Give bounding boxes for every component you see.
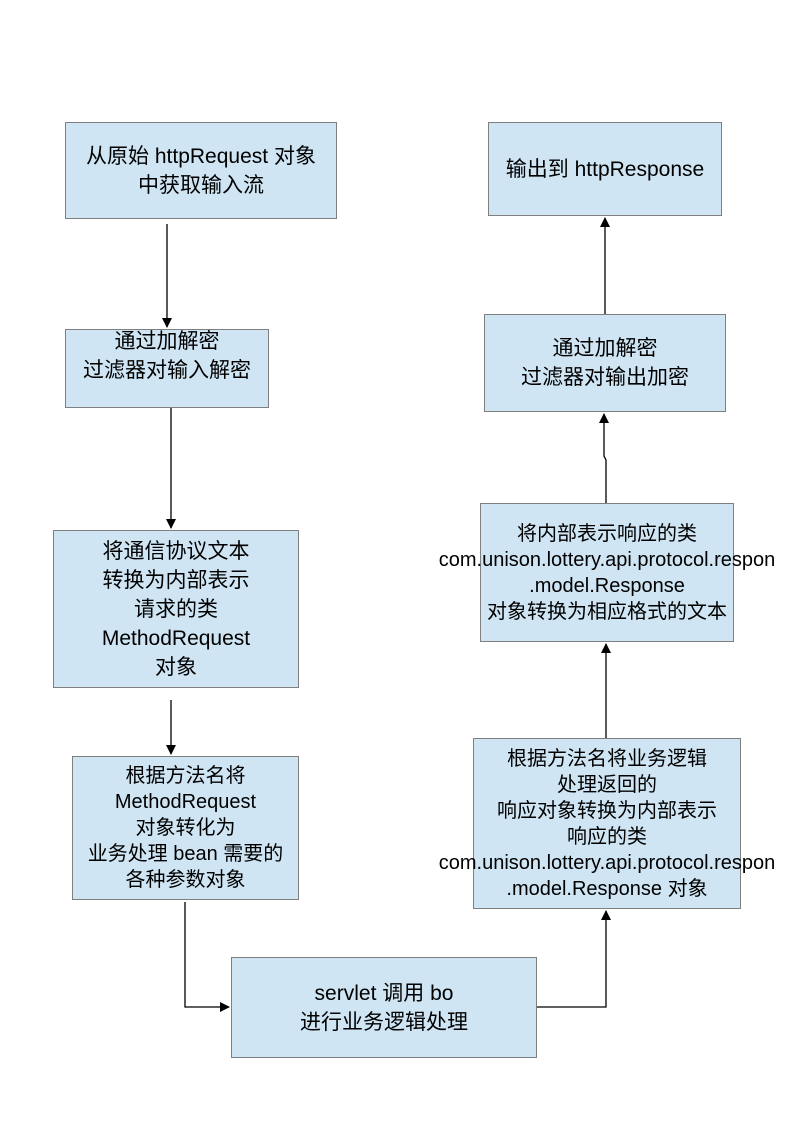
node-output-to-http-response: 输出到 httpResponse [488,122,722,216]
node-text: 将通信协议文本 [102,539,250,563]
node-response-to-text: 将内部表示响应的类 com.unison.lottery.api.protoco… [439,503,775,642]
node-convert-to-bean-params: 根据方法名将 MethodRequest 对象转化为 业务处理 bean 需要的… [72,756,299,900]
node-text: com.unison.lottery.api.protocol.respon [438,851,776,874]
node-text: 请求的类 [134,597,218,621]
node-text: 响应的类 [567,825,647,848]
node-text: 输出到 httpResponse [505,157,705,181]
node-encrypt-output: 通过加解密 过滤器对输出加密 [484,314,726,412]
node-text: 处理返回的 [557,773,657,796]
node-text: 进行业务逻辑处理 [300,1010,468,1034]
arrow-n4-to-n5 [184,902,230,1012]
node-text: com.unison.lottery.api.protocol.respon [438,548,776,571]
node-servlet-call-bo: servlet 调用 bo 进行业务逻辑处理 [231,957,537,1058]
node-convert-to-response: 根据方法名将业务逻辑 处理返回的 响应对象转换为内部表示 响应的类 com.un… [439,738,775,909]
node-text: 转换为内部表示 [102,568,250,592]
arrow-n7-to-n8 [599,413,609,503]
node-text: MethodRequest [114,791,257,813]
node-text: 对象转化为 [135,817,236,839]
node-text: 对象 [155,655,197,679]
node-text: 根据方法名将 [125,765,246,787]
node-decrypt-input: 通过加解密 过滤器对输入解密 [65,329,269,408]
node-text: 通过加解密 [552,337,658,360]
node-convert-to-method-request: 将通信协议文本 转换为内部表示 请求的类 MethodRequest 对象 [53,530,299,688]
node-text: 对象转换为相应格式的文本 [487,600,727,623]
node-text: 业务处理 bean 需要的 [87,843,284,865]
node-text: servlet 调用 bo [314,981,454,1005]
node-text: 中获取输入流 [138,173,264,197]
node-text: 过滤器对输入解密 [83,359,251,382]
node-text: 响应对象转换为内部表示 [497,799,717,822]
node-text: MethodRequest [101,626,251,650]
arrow-n5-to-n6 [537,910,611,1008]
node-text: .model.Response 对象 [506,877,708,900]
node-text: 过滤器对输出加密 [521,366,689,389]
node-text: 通过加解密 [114,330,220,353]
node-get-input-stream: 从原始 httpRequest 对象 中获取输入流 [65,122,337,219]
node-text: 将内部表示响应的类 [517,522,697,545]
node-text: .model.Response [529,574,685,597]
node-text: 各种参数对象 [125,869,246,891]
node-text: 从原始 httpRequest 对象 [86,144,316,168]
node-text: 根据方法名将业务逻辑 [507,747,707,770]
